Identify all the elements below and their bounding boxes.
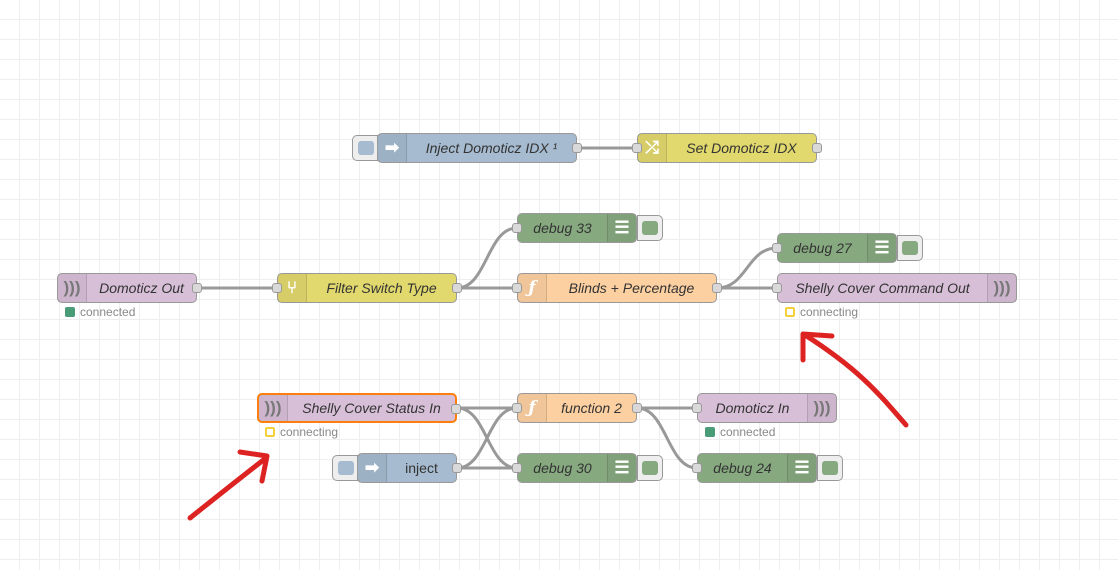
wire-blinds-to-debug27 [716, 246, 778, 290]
debug-toggle-button[interactable] [817, 455, 843, 481]
output-port[interactable] [192, 283, 202, 293]
output-port[interactable] [632, 403, 642, 413]
set-domoticz-idx-node[interactable]: ⤮ Set Domoticz IDX [632, 133, 822, 163]
arrow-right-icon: ➡ [358, 454, 387, 482]
list-icon: ☰ [867, 234, 896, 262]
list-icon: ☰ [607, 454, 636, 482]
shelly-cover-status-in-node[interactable]: ))) Shelly Cover Status In [257, 393, 461, 423]
branch-icon: ⑂ [278, 274, 307, 302]
input-port[interactable] [512, 283, 522, 293]
node-label: Set Domoticz IDX [686, 140, 797, 156]
node-label: inject [405, 460, 438, 476]
node-label: debug 24 [713, 460, 772, 476]
signal-icon: ))) [259, 395, 288, 421]
debug-33-node[interactable]: debug 33 ☰ [512, 213, 637, 243]
debug-toggle-button[interactable] [897, 235, 923, 261]
annotation-arrow-lower [187, 455, 269, 521]
status-text: connected [80, 305, 136, 319]
shelly-cover-command-out-status: connecting [785, 305, 858, 319]
wire-filter-to-debug33 [456, 226, 518, 290]
function-icon: ƒ [518, 274, 547, 302]
node-label: Shelly Cover Status In [302, 400, 441, 416]
status-text: connecting [800, 305, 859, 319]
inject-node[interactable]: ➡ inject [357, 453, 462, 483]
filter-switch-type-node[interactable]: ⑂ Filter Switch Type [272, 273, 462, 303]
domoticz-out-status: connected [65, 305, 135, 319]
status-connecting-icon [785, 307, 795, 317]
output-port[interactable] [712, 283, 722, 293]
output-port[interactable] [452, 283, 462, 293]
debug-24-node[interactable]: debug 24 ☰ [692, 453, 817, 483]
node-label: Blinds + Percentage [568, 280, 695, 296]
function-2-node[interactable]: ƒ function 2 [512, 393, 642, 423]
node-label: debug 33 [533, 220, 592, 236]
signal-icon: ))) [58, 274, 87, 302]
status-connected-icon [705, 427, 715, 437]
list-icon: ☰ [787, 454, 816, 482]
debug-toggle-button[interactable] [637, 455, 663, 481]
domoticz-out-node[interactable]: ))) Domoticz Out [57, 273, 202, 303]
debug-30-node[interactable]: debug 30 ☰ [512, 453, 637, 483]
node-label: Domoticz Out [99, 280, 184, 296]
shelly-cover-command-out-node[interactable]: Shelly Cover Command Out ))) [772, 273, 1017, 303]
node-label: Inject Domoticz IDX ¹ [425, 140, 558, 156]
signal-icon: ))) [987, 274, 1016, 302]
arrow-right-icon: ➡ [378, 134, 407, 162]
output-port[interactable] [572, 143, 582, 153]
domoticz-in-status: connected [705, 425, 775, 439]
input-port[interactable] [772, 243, 782, 253]
status-text: connected [720, 425, 776, 439]
inject-button[interactable] [352, 135, 378, 161]
input-port[interactable] [512, 403, 522, 413]
node-label: debug 30 [533, 460, 592, 476]
output-port[interactable] [451, 404, 461, 414]
debug-toggle-button[interactable] [637, 215, 663, 241]
domoticz-in-node[interactable]: Domoticz In ))) [692, 393, 837, 423]
node-label: Domoticz In [715, 400, 790, 416]
node-label: debug 27 [793, 240, 852, 256]
output-port[interactable] [452, 463, 462, 473]
node-label: function 2 [561, 400, 622, 416]
shuffle-icon: ⤮ [638, 134, 667, 162]
annotation-arrow-upper-head [800, 331, 835, 363]
inject-button[interactable] [332, 455, 358, 481]
inject-domoticz-idx-node[interactable]: ➡ Inject Domoticz IDX ¹ [377, 133, 582, 163]
wire-status-in-to-debug30 [456, 406, 518, 470]
input-port[interactable] [272, 283, 282, 293]
input-port[interactable] [632, 143, 642, 153]
status-connecting-icon [265, 427, 275, 437]
list-icon: ☰ [607, 214, 636, 242]
input-port[interactable] [512, 463, 522, 473]
input-port[interactable] [692, 463, 702, 473]
input-port[interactable] [692, 403, 702, 413]
node-label: Filter Switch Type [326, 280, 437, 296]
input-port[interactable] [772, 283, 782, 293]
status-connected-icon [65, 307, 75, 317]
node-label: Shelly Cover Command Out [795, 280, 970, 296]
output-port[interactable] [812, 143, 822, 153]
debug-27-node[interactable]: debug 27 ☰ [772, 233, 897, 263]
signal-icon: ))) [807, 394, 836, 422]
function-icon: ƒ [518, 394, 547, 422]
wire-inject-to-function2 [456, 406, 518, 470]
blinds-percentage-node[interactable]: ƒ Blinds + Percentage [512, 273, 722, 303]
status-text: connecting [280, 425, 339, 439]
input-port[interactable] [512, 223, 522, 233]
shelly-cover-status-in-status: connecting [265, 425, 338, 439]
annotation-arrow-lower-head [237, 449, 270, 484]
